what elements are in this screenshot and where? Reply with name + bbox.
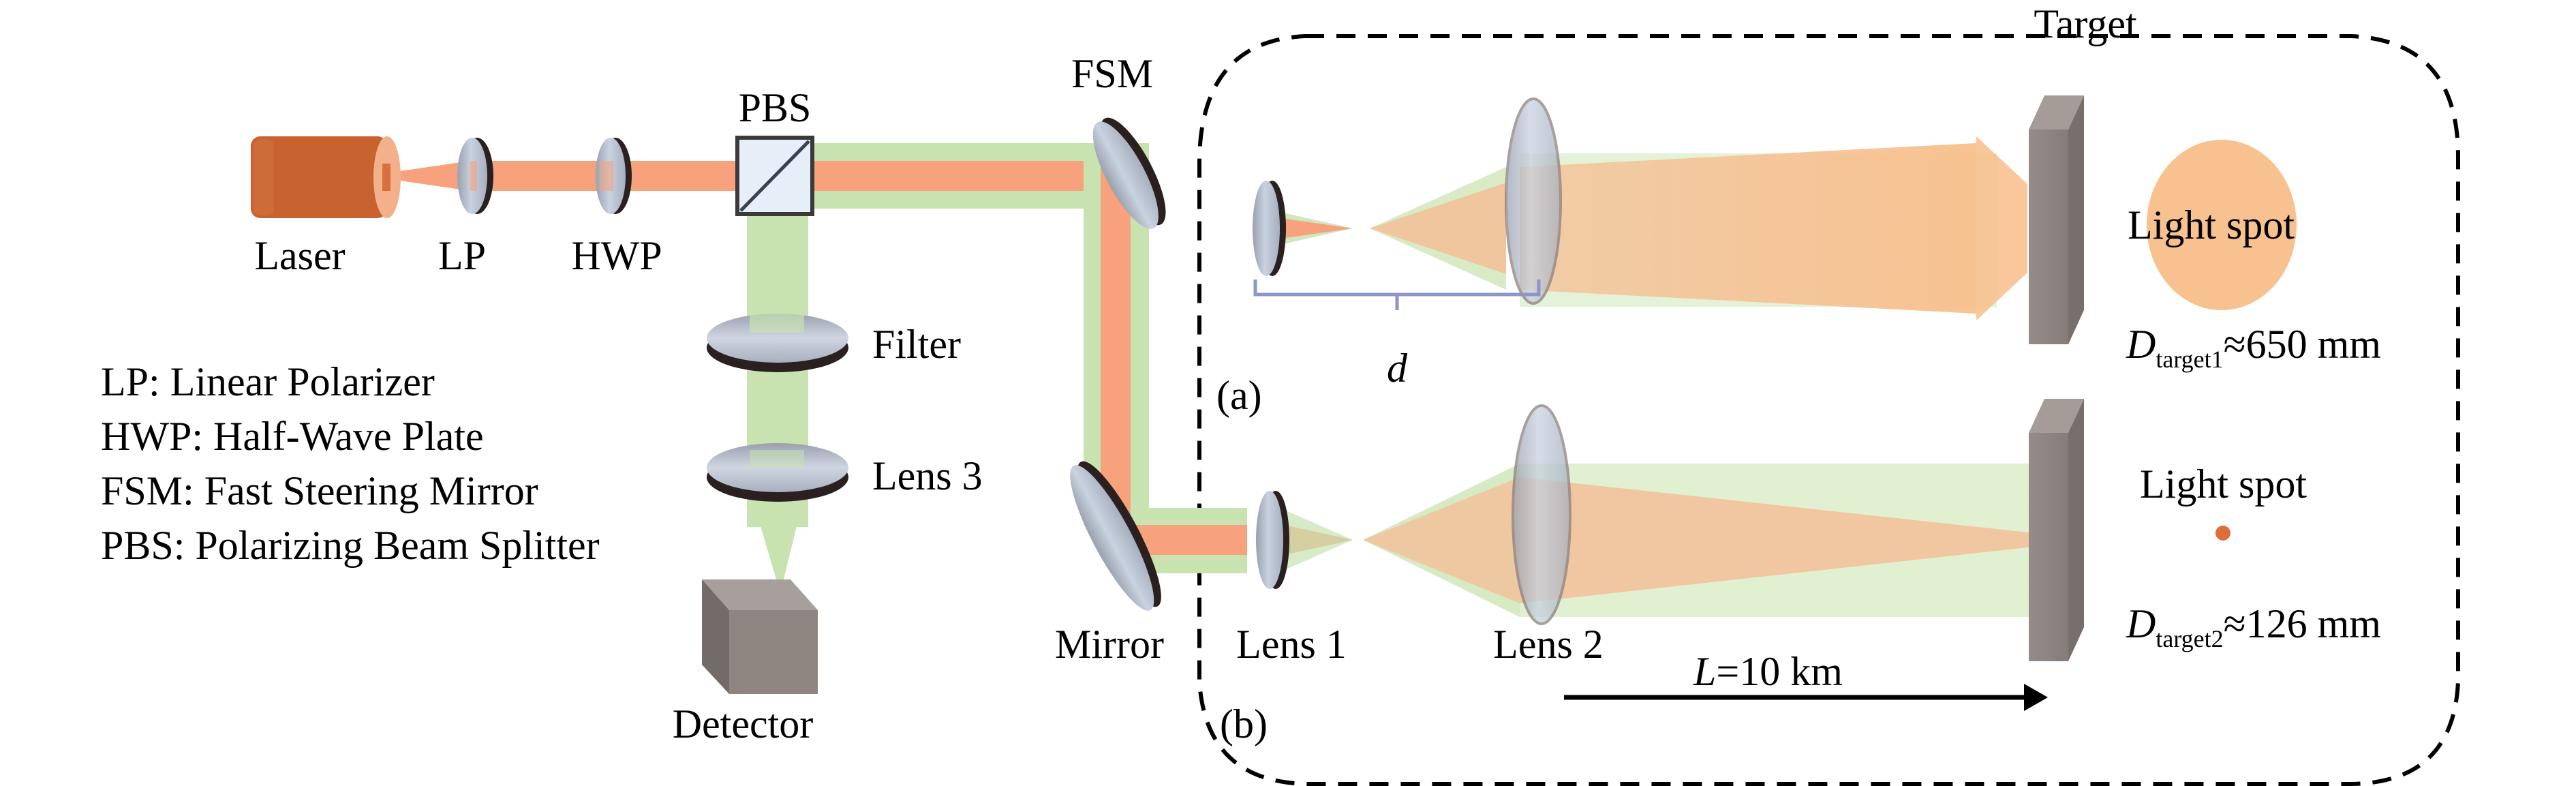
diameter-subscript: target2: [2156, 625, 2223, 652]
light-spot-a: [2147, 140, 2297, 310]
diameter-symbol: D: [2126, 601, 2156, 646]
diameter-b-readout: Dtarget2≈126 mm: [2126, 601, 2381, 652]
legend-item: LP: Linear Polarizer: [101, 359, 435, 404]
lens1-label: Lens 1: [1236, 622, 1347, 667]
range-value: =10 km: [1716, 649, 1843, 694]
range-arrow: [1564, 684, 2048, 711]
distance-d-label: d: [1387, 346, 1408, 391]
mirror-icon: [1070, 461, 1161, 611]
target-b-icon: [2029, 399, 2084, 661]
laser-output-beam: [395, 161, 470, 191]
pbs-label: PBS: [739, 85, 812, 130]
mirror-label: Mirror: [1055, 622, 1164, 667]
dashed-region-border: [1197, 34, 2460, 786]
distance-bracket: [1253, 279, 1541, 310]
fast-steering-mirror-icon: [1092, 117, 1166, 229]
diameter-value: ≈650 mm: [2224, 322, 2381, 367]
light-spot-b: [2215, 526, 2230, 541]
lens3-label: Lens 3: [872, 453, 983, 498]
panel-a-tag: (a): [1216, 373, 1262, 418]
lens2-label: Lens 2: [1493, 622, 1604, 667]
target-label: Target: [2034, 1, 2137, 46]
abbreviation-legend: LP: Linear Polarizer HWP: Half-Wave Plat…: [101, 359, 600, 568]
diameter-symbol: D: [2126, 322, 2156, 367]
detector-icon: [702, 579, 818, 694]
detector-label: Detector: [673, 701, 814, 746]
target-a-icon: [2029, 95, 2084, 344]
laser-beam-pbs-to-fsm: [811, 161, 1107, 191]
lens2a-icon: [1505, 97, 1562, 305]
diameter-a-readout: Dtarget1≈650 mm: [2126, 322, 2381, 373]
light-spot-a-label: Light spot: [2128, 202, 2295, 247]
panel-b-beam: [1285, 464, 2034, 617]
beam-splitter-icon: [735, 136, 814, 216]
laser-icon: [251, 136, 401, 218]
legend-item: HWP: Half-Wave Plate: [101, 414, 484, 459]
lens2b-icon: [1512, 404, 1571, 625]
range-label: L=10 km: [1693, 649, 1843, 694]
diameter-subscript: target1: [2156, 346, 2223, 373]
laser-beam-vertical: [1101, 161, 1131, 529]
panel-b-tag: (b): [1220, 701, 1268, 746]
lens1a-icon: [1253, 181, 1286, 276]
laser-label: Laser: [254, 233, 345, 278]
light-spot-b-label: Light spot: [2140, 462, 2307, 507]
panel-a-beam: [1271, 136, 2027, 320]
filter-label: Filter: [872, 322, 961, 367]
legend-item: PBS: Polarizing Beam Splitter: [101, 523, 600, 568]
hwp-label: HWP: [571, 233, 662, 278]
range-symbol: L: [1693, 649, 1716, 694]
diameter-value: ≈126 mm: [2224, 601, 2381, 646]
lp-label: LP: [438, 233, 486, 278]
fsm-label: FSM: [1071, 51, 1153, 96]
laser-beam-to-lens1: [1131, 525, 1247, 555]
legend-item: FSM: Fast Steering Mirror: [101, 468, 538, 513]
lens1b-icon: [1256, 491, 1289, 589]
focused-beam-to-detector: [753, 501, 803, 593]
filter-icon: [707, 314, 848, 372]
